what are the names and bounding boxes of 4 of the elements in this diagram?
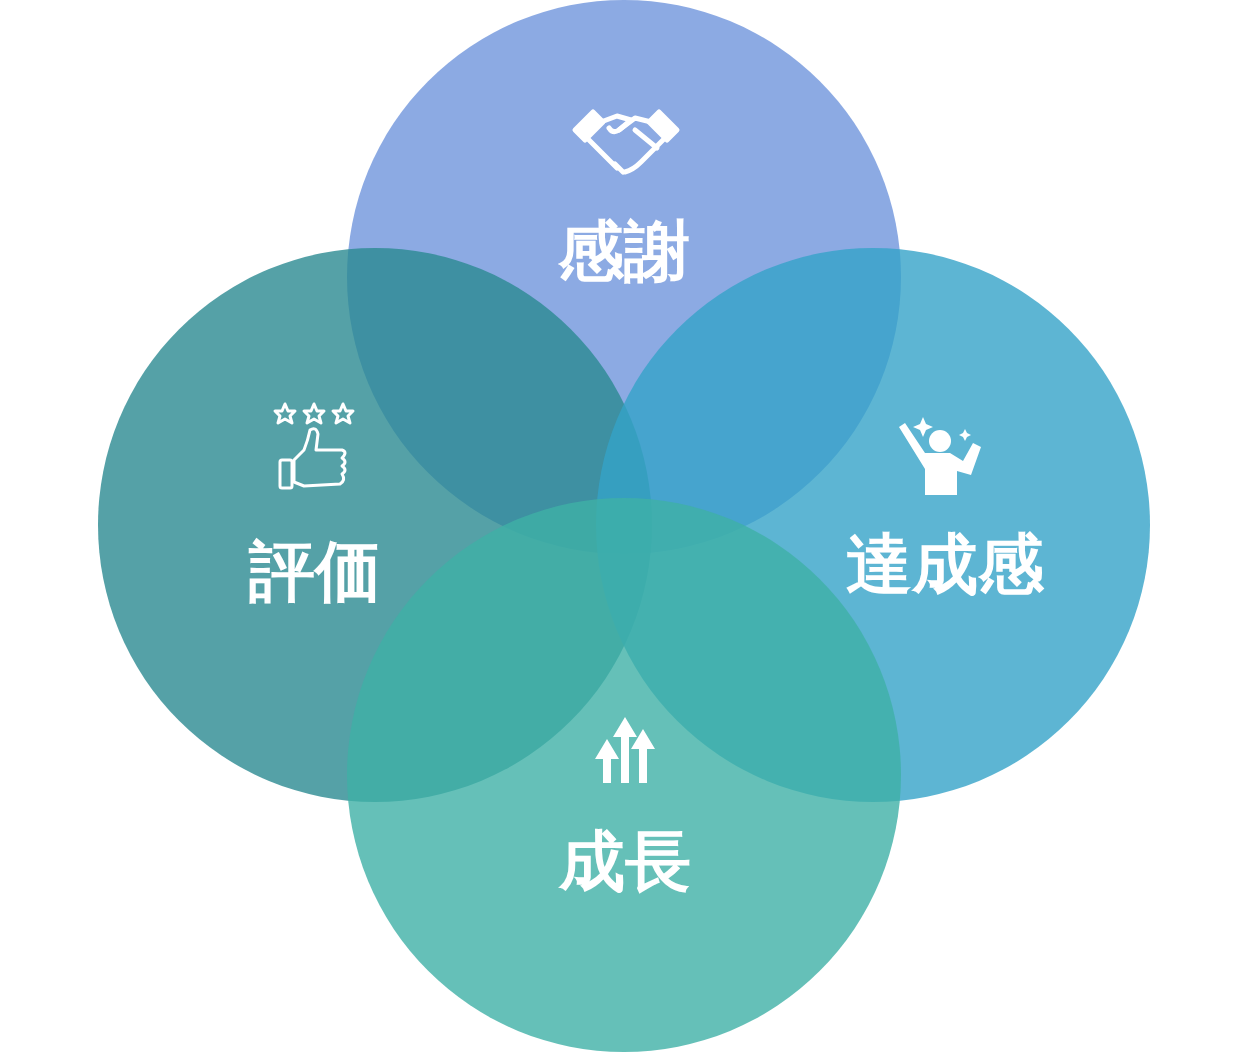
circle-label: 達成感 bbox=[846, 532, 1044, 598]
circle-label: 評価 bbox=[249, 539, 381, 605]
circle-label: 感謝 bbox=[558, 219, 690, 285]
circle-label: 成長 bbox=[559, 829, 691, 895]
